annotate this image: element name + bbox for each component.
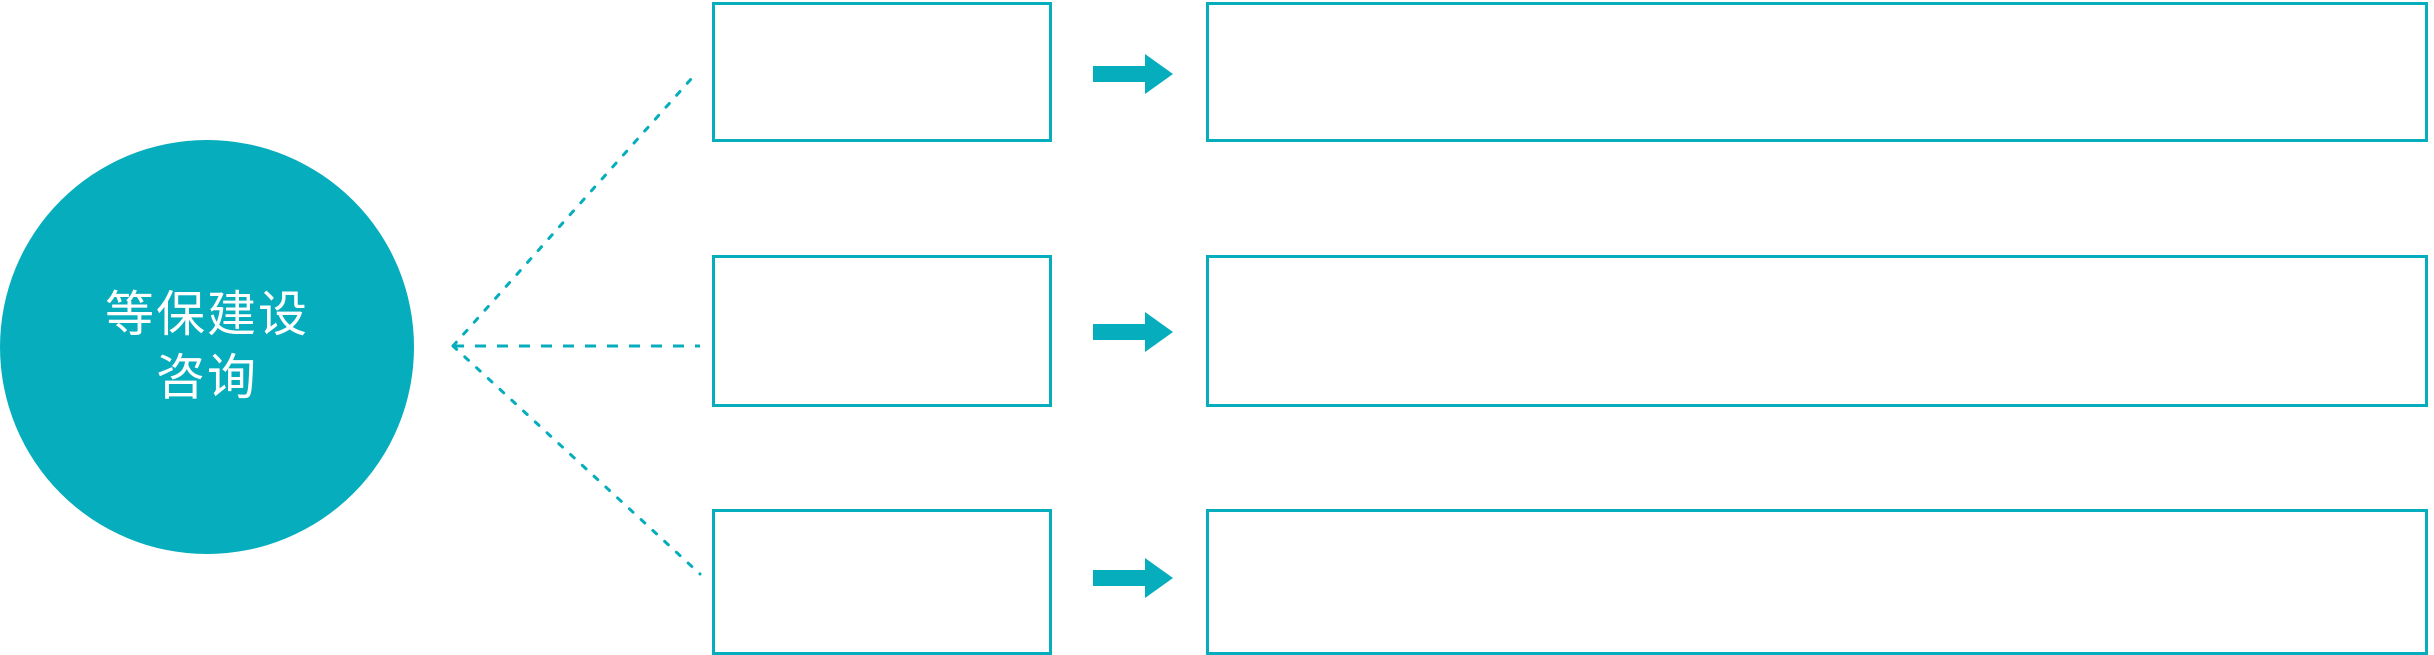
stage-box-label xyxy=(715,512,1049,532)
stage-box[interactable] xyxy=(712,509,1052,655)
arrow-right-icon xyxy=(1093,558,1173,598)
stage-box[interactable] xyxy=(712,2,1052,142)
detail-box-label xyxy=(1209,512,2425,532)
detail-box[interactable] xyxy=(1206,509,2428,655)
hub-label: 等保建设 咨询 xyxy=(104,288,309,405)
detail-box[interactable] xyxy=(1206,2,2428,142)
arrow-right-icon xyxy=(1093,312,1173,352)
hub-circle[interactable]: 等保建设 咨询 xyxy=(0,140,414,554)
detail-box[interactable] xyxy=(1206,255,2428,407)
stage-box[interactable] xyxy=(712,255,1052,407)
stage-box-label xyxy=(715,5,1049,25)
connector-branch-bottom xyxy=(451,344,702,576)
stage-box-label xyxy=(715,258,1049,278)
arrow-right-icon xyxy=(1093,54,1173,94)
diagram-row xyxy=(0,0,2434,145)
detail-box-label xyxy=(1209,5,2425,25)
detail-box-label xyxy=(1209,258,2425,278)
